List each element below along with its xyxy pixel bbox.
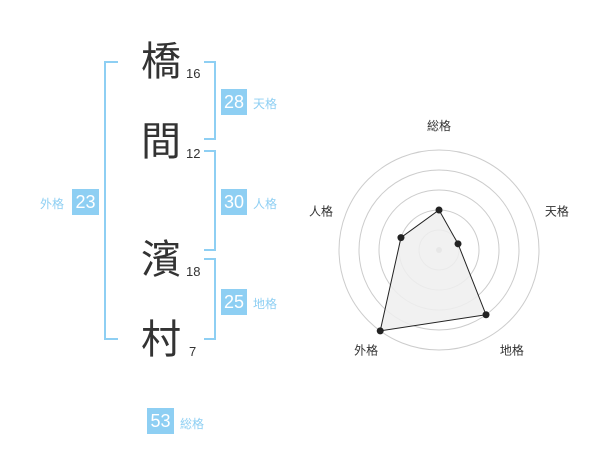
radar-ring-5 [338,149,540,351]
radar-axis-label-3: 地格 [500,342,524,357]
name-char-4: 村 [141,317,181,363]
name-char-1: 橋 [141,39,181,85]
name-char-2: 間 [141,119,181,165]
jinkaku-value: 30 [221,189,247,215]
name-char-3: 濱 [141,237,181,283]
jinkaku-bracket [204,150,216,251]
gaikaku-label: 外格 [40,197,65,211]
stroke-count-1: 16 [186,66,201,81]
tenkaku-bracket [204,61,216,140]
radar-axis-label-1: 総格 [427,118,451,133]
radar-point-4 [376,327,384,335]
radar-axis-label-2: 天格 [545,204,569,219]
radar-point-5 [397,234,405,242]
jinkaku-label: 人格 [253,197,278,211]
radar-point-1 [435,206,443,214]
gaikaku-value: 23 [72,189,99,215]
radar-polygon [379,209,487,332]
tenkaku-value: 28 [221,89,247,115]
stroke-count-2: 12 [186,146,201,161]
stroke-count-3: 18 [186,264,201,279]
gaikaku-bracket [104,61,118,340]
soukaku-label: 総格 [180,417,205,431]
radar-axis-label-5: 人格 [309,204,333,219]
radar-point-2 [454,240,462,248]
radar-point-3 [482,311,490,319]
stroke-count-4: 7 [189,344,197,359]
chikaku-bracket [204,258,216,340]
tenkaku-label: 天格 [253,97,278,111]
chikaku-label: 地格 [253,297,278,311]
radar-axis-label-4: 外格 [354,342,378,357]
chikaku-value: 25 [221,289,247,315]
soukaku-value: 53 [147,408,174,434]
radar-ring-4 [358,169,520,331]
